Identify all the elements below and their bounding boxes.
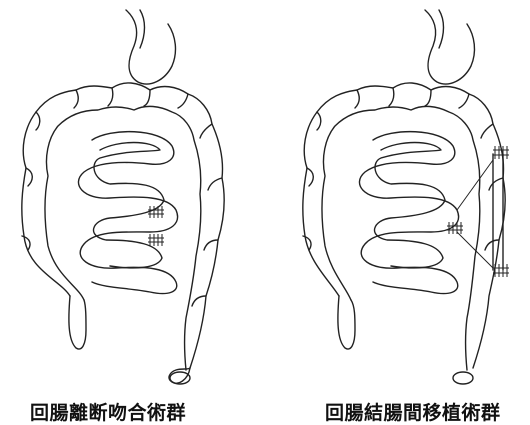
esophagus-line <box>439 10 444 48</box>
left-caption: 回腸離断吻合術群 <box>30 398 295 425</box>
anastomosis-mark-middle <box>447 222 463 234</box>
stomach <box>425 10 474 84</box>
right-diagram-panel: 回腸結腸間移植術群 <box>265 0 530 425</box>
colon-haustra <box>303 88 503 250</box>
stomach <box>126 10 175 84</box>
left-diagram-panel: 回腸離断吻合術群 <box>0 0 265 425</box>
colon-inner <box>322 106 480 370</box>
small-intestine-loops-inner <box>375 143 445 268</box>
esophagus-line <box>140 10 145 48</box>
right-caption: 回腸結腸間移植術群 <box>325 398 530 425</box>
small-intestine-loops <box>359 132 458 294</box>
colon-outer <box>22 83 224 368</box>
ileal-transection-anastomosis-diagram <box>0 0 265 425</box>
anastomosis-mark-lower <box>493 264 509 277</box>
small-intestine-loops-inner <box>94 143 164 268</box>
cecum <box>338 296 355 349</box>
colon-inner <box>45 106 201 370</box>
cecum <box>69 296 86 349</box>
ileocolic-interposition-diagram <box>265 0 530 425</box>
colon-outer <box>303 83 505 368</box>
anastomosis-mark-lower <box>148 234 164 246</box>
small-intestine-loops <box>78 132 177 294</box>
mesentery-line-upper <box>457 160 493 210</box>
anus-opening <box>453 372 473 384</box>
